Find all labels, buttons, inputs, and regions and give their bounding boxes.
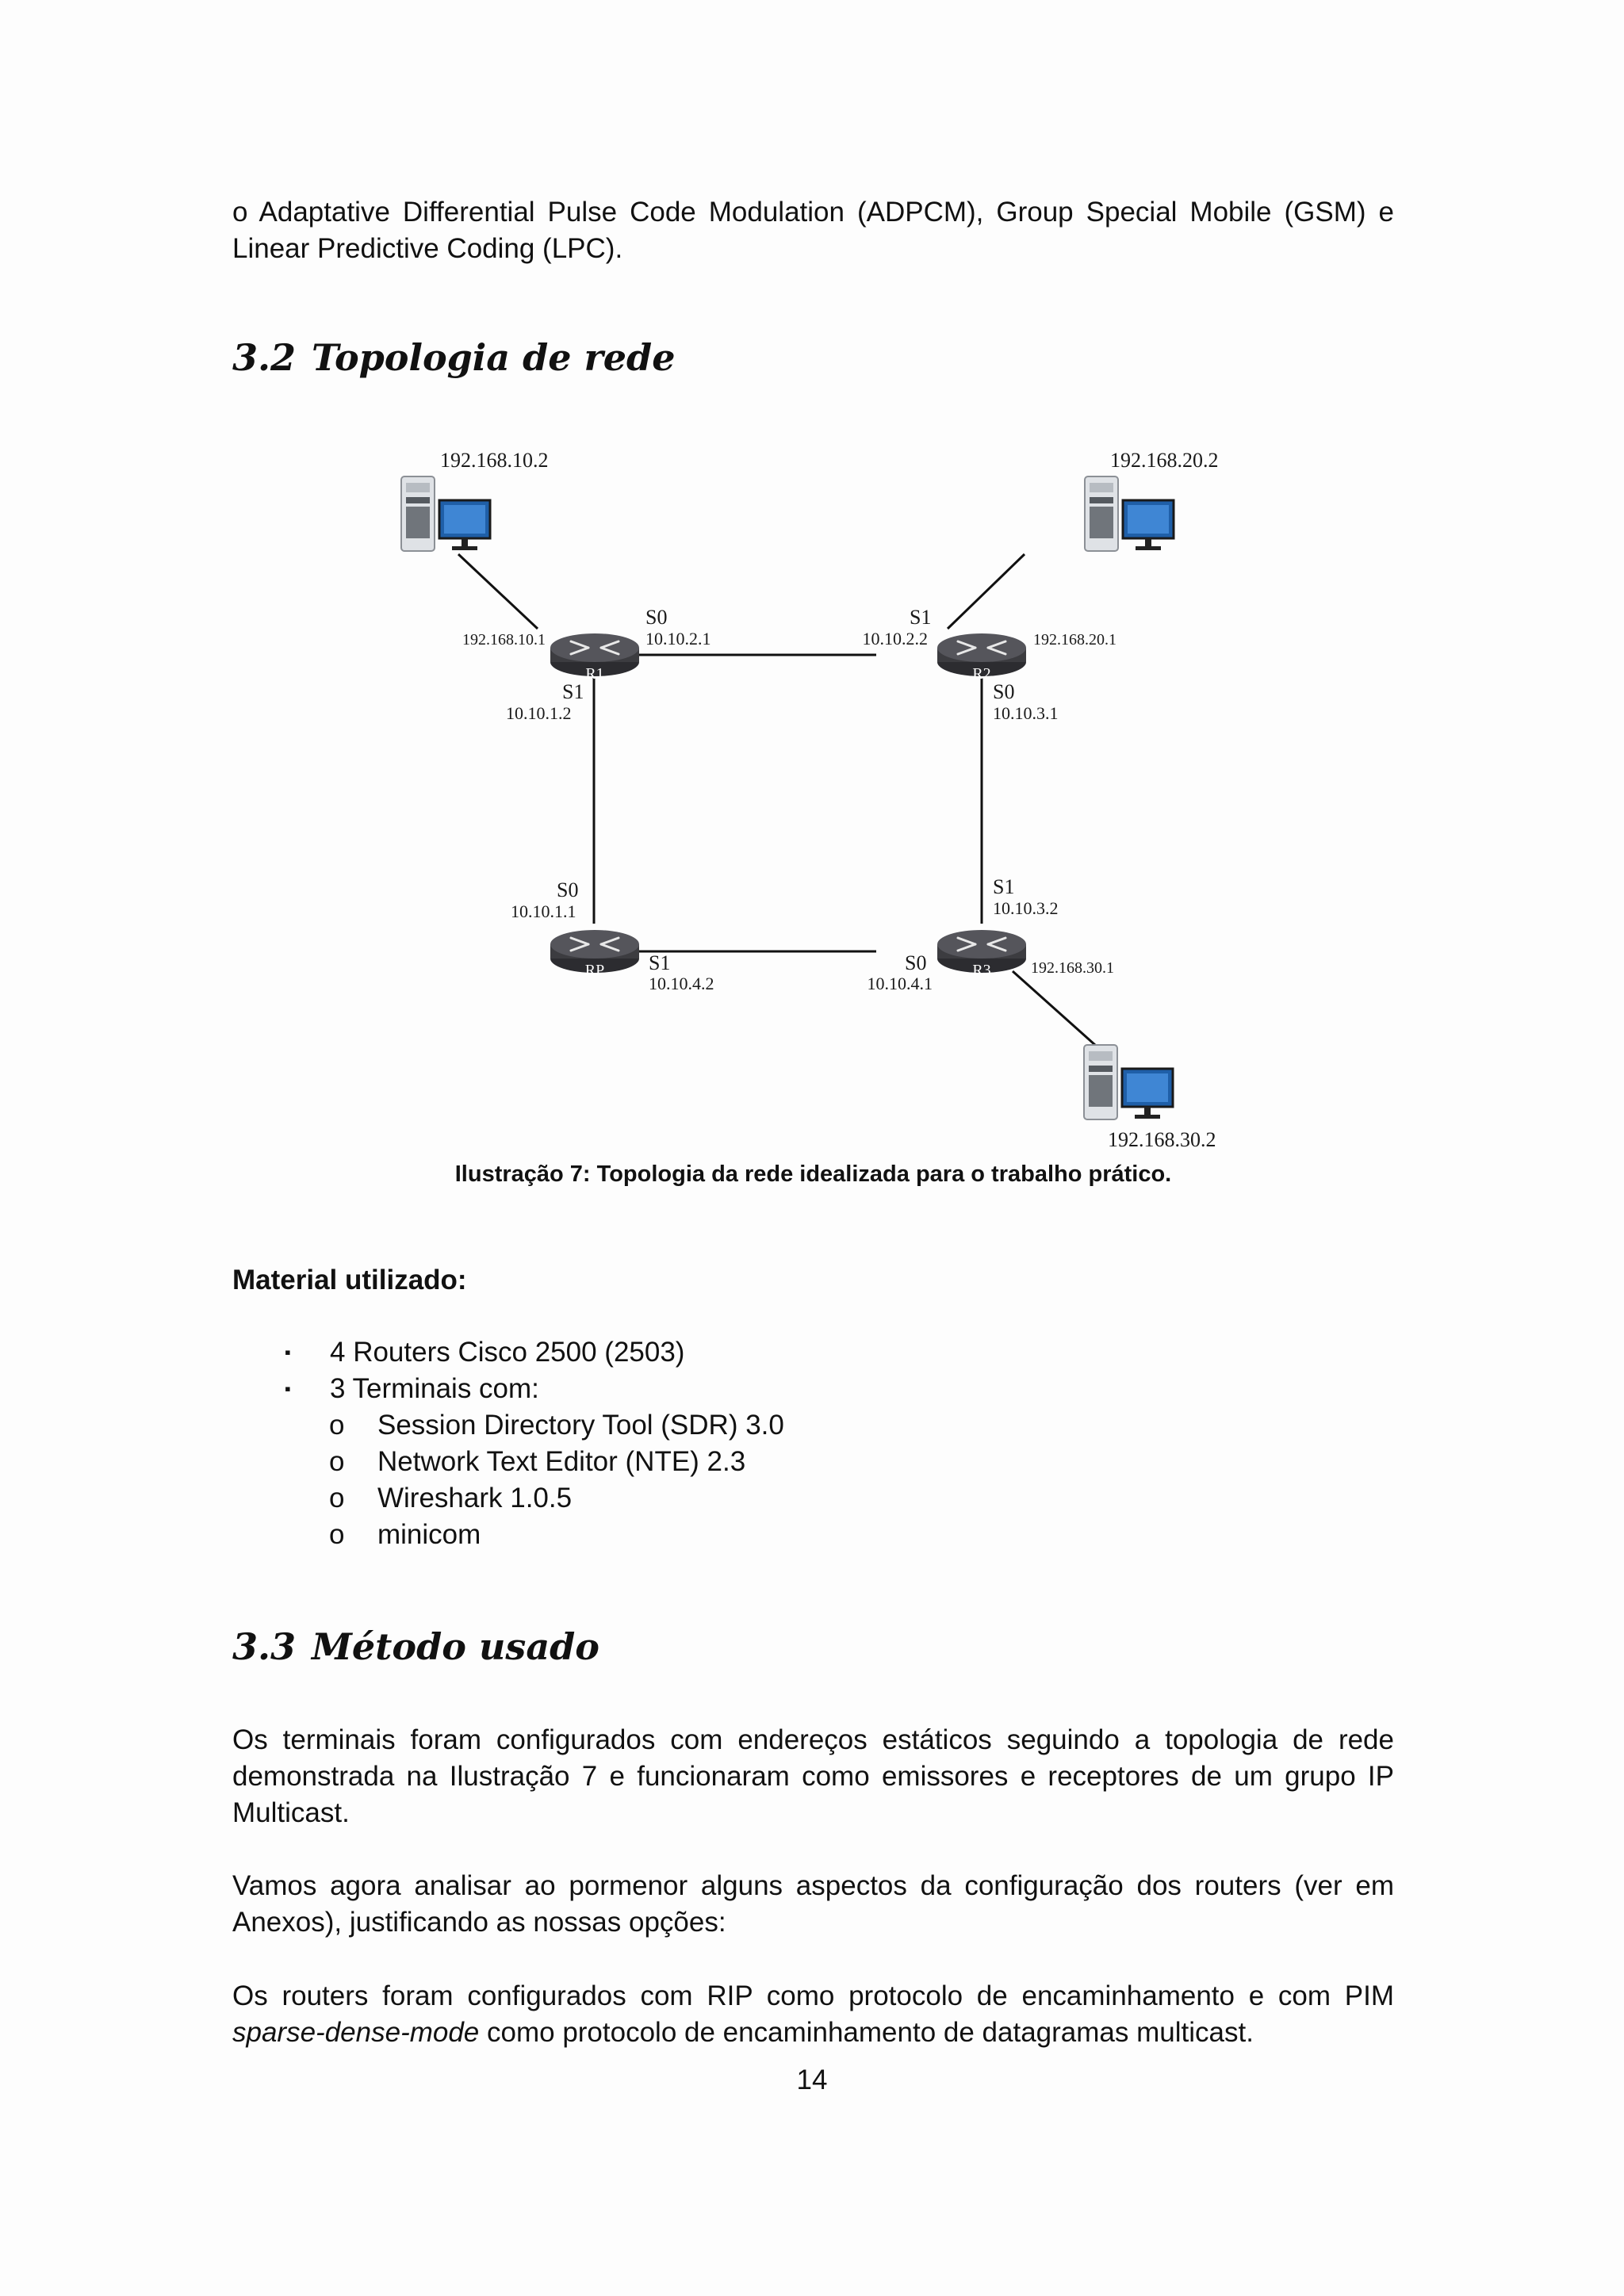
r3-s0-name: S0 xyxy=(905,951,926,974)
bullet-circle-icon: o xyxy=(329,1480,344,1517)
r2-s0-ip: 10.10.3.1 xyxy=(993,703,1059,723)
list-item: ▪ 4 Routers Cisco 2500 (2503) xyxy=(232,1334,784,1371)
bullet-circle-icon: o xyxy=(329,1407,344,1444)
rp-s0-ip: 10.10.1.1 xyxy=(511,901,576,921)
r1-s0-name: S0 xyxy=(645,606,667,629)
host-2-ip: 192.168.20.2 xyxy=(1110,449,1219,472)
sub-list-item-text: Network Text Editor (NTE) 2.3 xyxy=(377,1446,745,1477)
list-item: ▪ 3 Terminais com: xyxy=(232,1371,784,1407)
bullet-square-icon: ▪ xyxy=(285,1371,291,1407)
r3-s0-ip: 10.10.4.1 xyxy=(868,974,933,993)
r2-s1-name: S1 xyxy=(910,606,931,629)
host-1-ip: 192.168.10.2 xyxy=(440,449,549,472)
bullet-circle-icon: o xyxy=(329,1444,344,1480)
paragraph-text: Os routers foram configurados com RIP co… xyxy=(232,1980,1394,2011)
method-paragraph-1: Os terminais foram configurados com ende… xyxy=(232,1722,1394,1831)
router-rp: RP xyxy=(550,930,639,979)
server-workstation-icon xyxy=(1085,476,1174,551)
list-item-text: 4 Routers Cisco 2500 (2503) xyxy=(330,1337,684,1368)
r3-s1-ip: 10.10.3.2 xyxy=(993,898,1059,918)
r1-s0-ip: 10.10.2.1 xyxy=(645,629,711,649)
router-rp-label: RP xyxy=(585,962,604,979)
sub-list-item: o Network Text Editor (NTE) 2.3 xyxy=(232,1444,784,1480)
section-title: Método usado xyxy=(312,1625,599,1668)
r2-s0-name: S0 xyxy=(993,680,1014,703)
sub-list-item-text: Wireshark 1.0.5 xyxy=(377,1483,572,1513)
link-h1-r1 xyxy=(458,554,538,629)
rp-s1-ip: 10.10.4.2 xyxy=(649,974,714,993)
method-paragraph-2: Vamos agora analisar ao pormenor alguns … xyxy=(232,1868,1394,1941)
sub-list-item-text: Session Directory Tool (SDR) 3.0 xyxy=(377,1410,784,1441)
bullet-square-icon: ▪ xyxy=(285,1334,291,1371)
sub-list-item: o minicom xyxy=(232,1517,784,1553)
host-3: 192.168.30.2 xyxy=(1084,1045,1216,1151)
section-number: 3.3 xyxy=(232,1624,312,1669)
section-title: Topologia de rede xyxy=(312,336,675,379)
paragraph-text: como protocolo de encaminhamento de data… xyxy=(479,2017,1254,2048)
intro-paragraph: o Adaptative Differential Pulse Code Mod… xyxy=(232,194,1394,267)
router-r1-label: R1 xyxy=(585,665,603,683)
router-r3-label: R3 xyxy=(972,962,990,979)
list-item-text: 3 Terminais com: xyxy=(330,1373,539,1404)
section-number: 3.2 xyxy=(232,335,312,380)
r1-s1-name: S1 xyxy=(562,680,584,703)
r3-s1-name: S1 xyxy=(993,875,1014,898)
rp-s1-name: S1 xyxy=(649,951,670,974)
network-topology-diagram: 192.168.10.2 192.168.20.2 192.168.30.2 R… xyxy=(365,440,1253,1158)
bullet-circle-icon: o xyxy=(329,1517,344,1553)
link-r3-h3 xyxy=(1013,971,1095,1045)
figure-caption: Ilustração 7: Topologia da rede idealiza… xyxy=(232,1158,1394,1190)
r1-s1-ip: 10.10.1.2 xyxy=(506,703,572,723)
host-2: 192.168.20.2 xyxy=(1085,449,1219,551)
router-r1: R1 xyxy=(550,633,639,683)
sub-list-item-text: minicom xyxy=(377,1519,481,1550)
r3-lan-ip: 192.168.30.1 xyxy=(1031,959,1114,977)
router-r2: R2 xyxy=(937,633,1026,683)
material-list: ▪ 4 Routers Cisco 2500 (2503) ▪ 3 Terminai… xyxy=(232,1334,784,1553)
server-workstation-icon xyxy=(1084,1045,1173,1119)
r2-lan-ip: 192.168.20.1 xyxy=(1033,631,1116,649)
link-r2-h2 xyxy=(948,554,1025,629)
page-number: 14 xyxy=(0,2062,1624,2099)
r2-s1-ip: 10.10.2.2 xyxy=(863,629,929,649)
r1-lan-ip: 192.168.10.1 xyxy=(462,631,546,649)
paragraph-italic-term: sparse-dense-mode xyxy=(232,2017,479,2048)
material-heading: Material utilizado: xyxy=(232,1262,467,1299)
host-3-ip: 192.168.30.2 xyxy=(1108,1128,1216,1151)
server-workstation-icon xyxy=(401,476,490,551)
host-1: 192.168.10.2 xyxy=(401,449,549,551)
method-paragraph-3: Os routers foram configurados com RIP co… xyxy=(232,1978,1394,2051)
router-r2-label: R2 xyxy=(972,665,990,683)
sub-list-item: o Wireshark 1.0.5 xyxy=(232,1480,784,1517)
sub-list-item: o Session Directory Tool (SDR) 3.0 xyxy=(232,1407,784,1444)
rp-s0-name: S0 xyxy=(557,878,578,901)
